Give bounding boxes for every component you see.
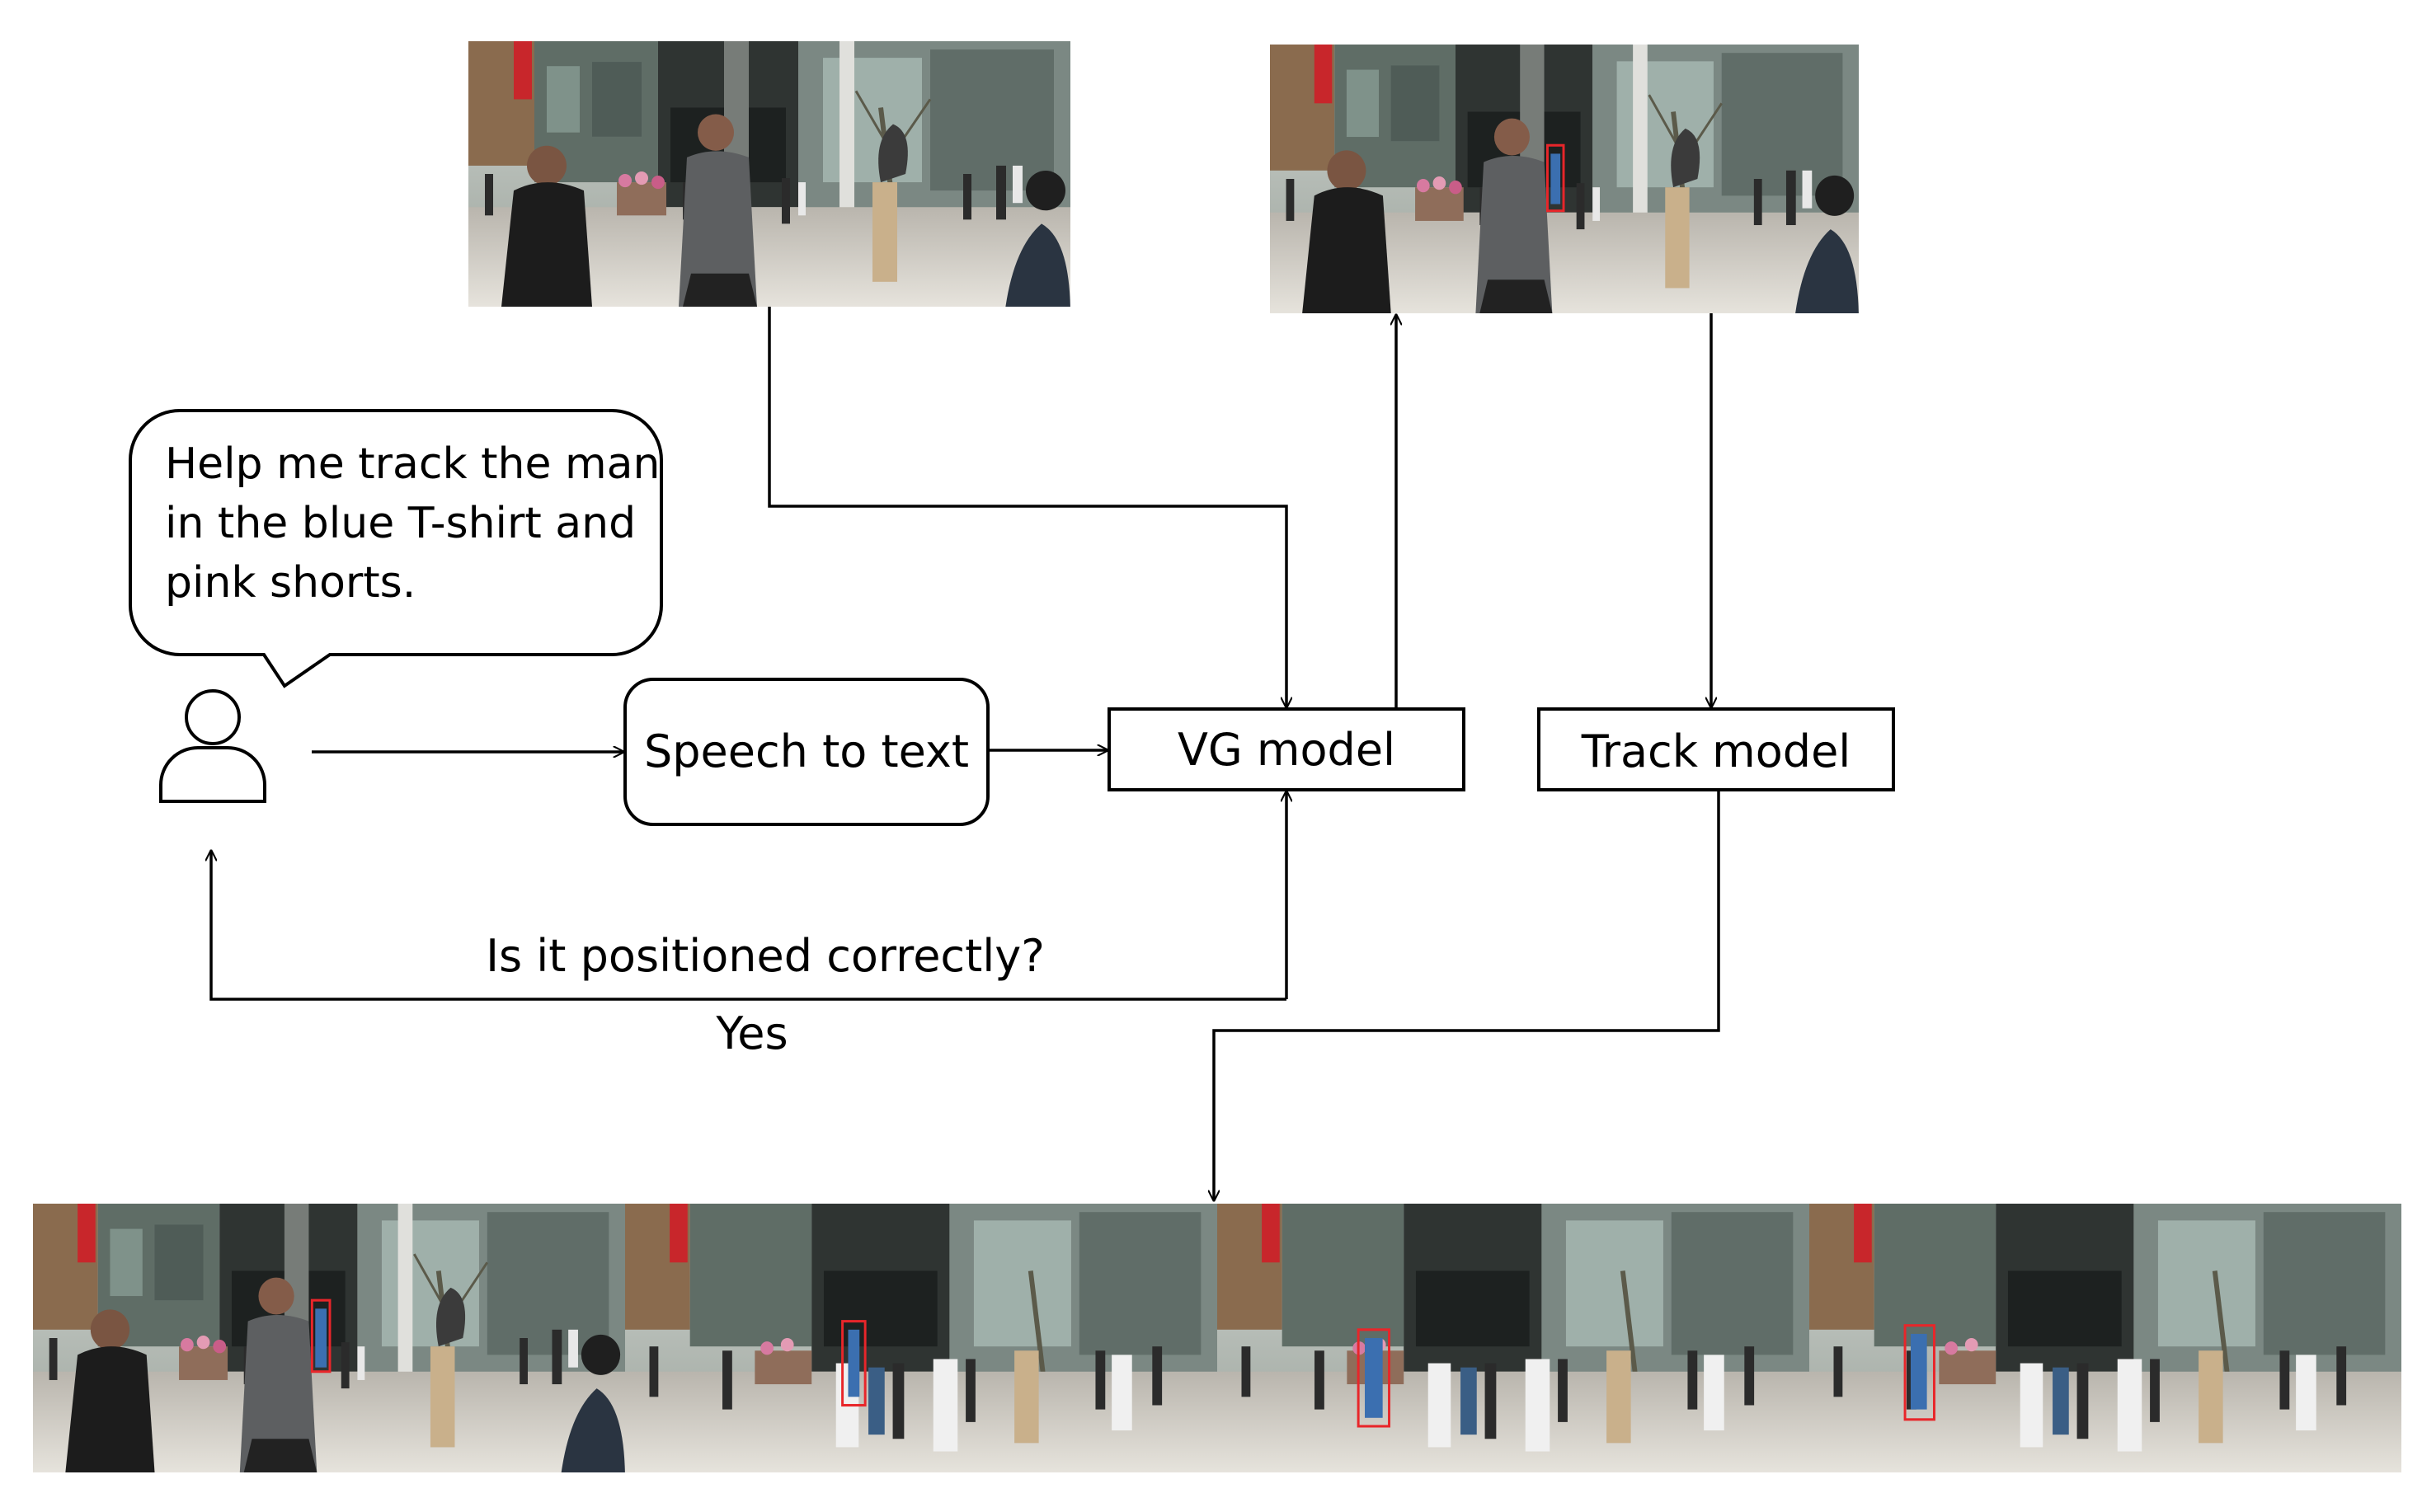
- grounded-frame-image: [1270, 45, 1859, 322]
- speech-line-2: in the blue T-shirt and: [165, 499, 636, 548]
- person-icon: [159, 689, 266, 803]
- track-frame-2: [625, 1204, 1217, 1472]
- tracking-result-strip: [33, 1204, 2401, 1481]
- vg-model-label: VG model: [1178, 724, 1395, 776]
- vg-model-box: VG model: [1108, 707, 1465, 791]
- speech-to-text-box: Speech to text: [623, 678, 990, 826]
- arrow-track-to-results: [1214, 790, 1720, 1200]
- detection-box: [1545, 143, 1565, 213]
- track-model-label: Track model: [1581, 725, 1851, 777]
- input-frame-image: [468, 41, 1070, 315]
- track-model-box: Track model: [1537, 707, 1895, 791]
- speech-line-1: Help me track the man: [165, 439, 660, 489]
- question-label: Is it positioned correctly?: [486, 930, 1045, 982]
- track-frame-3: [1217, 1204, 1809, 1472]
- track-frame-1: [33, 1204, 625, 1481]
- speech-bubble: Help me track the man in the blue T-shir…: [129, 409, 663, 688]
- answer-label: Yes: [715, 1007, 788, 1059]
- speech-to-text-label: Speech to text: [644, 725, 969, 777]
- speech-line-3: pink shorts.: [165, 558, 416, 608]
- connectors: [211, 307, 1720, 1200]
- arrow-feedback-to-user: [211, 851, 1286, 1001]
- arrow-frame-to-vg: [768, 307, 1286, 707]
- track-frame-4: [1809, 1204, 2401, 1472]
